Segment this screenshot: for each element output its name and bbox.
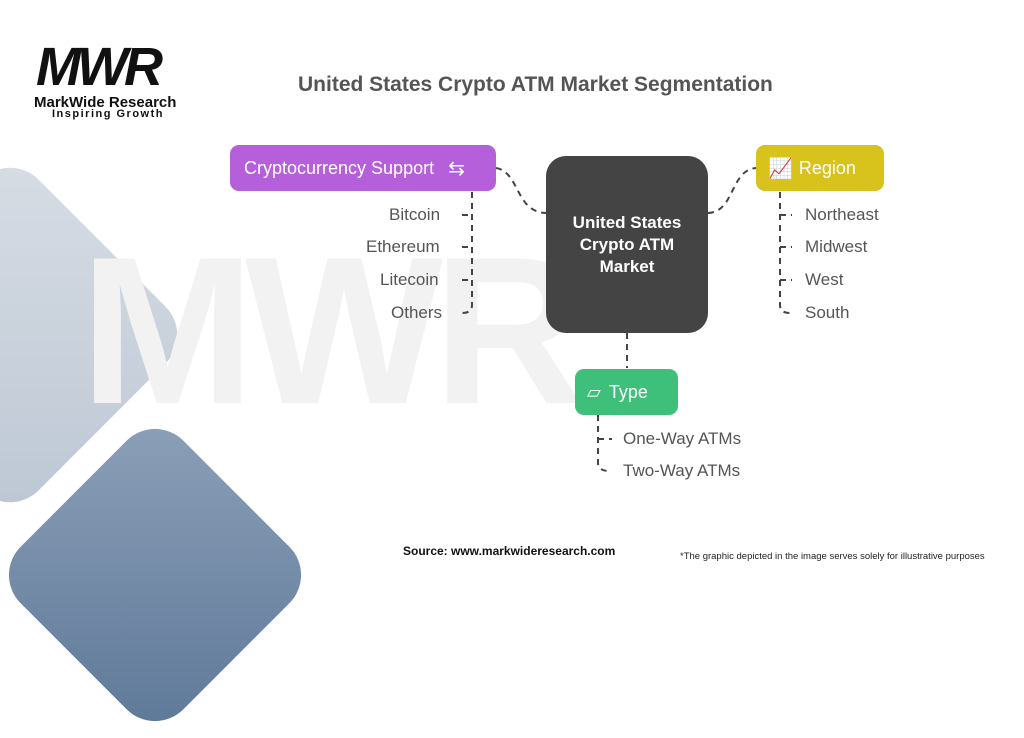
currency-exchange-icon: ⇆ [448,157,465,180]
connector-lines [461,167,792,472]
list-item: South [805,303,850,322]
list-item: Midwest [805,237,868,256]
logo-name: MarkWide Research [34,94,177,111]
segment-cryptocurrency-support: Cryptocurrency Support ⇆ [230,145,496,191]
disclaimer-text: *The graphic depicted in the image serve… [680,551,985,562]
watermark: MWR [80,213,585,448]
center-node: United States Crypto ATM Market [546,156,708,333]
atm-card-icon: ▱ [587,381,601,402]
list-item: One-Way ATMs [623,429,742,448]
segment-label: Type [608,381,648,402]
page-title: United States Crypto ATM Market Segmenta… [298,73,773,96]
logo-tagline: Inspiring Growth [52,108,164,120]
list-item: West [805,270,844,289]
segment-region: 📈 Region [756,145,884,191]
chart-question-icon: 📈 [768,157,793,180]
list-item: Northeast [805,205,879,224]
source-text: Source: www.markwideresearch.com [403,544,616,558]
list-item: Ethereum [366,237,440,256]
center-label: United States Crypto ATM Market [572,212,682,276]
list-item: Litecoin [380,270,439,289]
segment-label: Region [798,157,856,178]
list-item: Others [391,303,443,322]
list-item: Bitcoin [389,205,441,224]
segment-label: Cryptocurrency Support [244,157,435,178]
list-item: Two-Way ATMs [623,461,741,480]
segment-type: ▱ Type [575,369,678,415]
logo-mark: MWR [36,37,163,97]
